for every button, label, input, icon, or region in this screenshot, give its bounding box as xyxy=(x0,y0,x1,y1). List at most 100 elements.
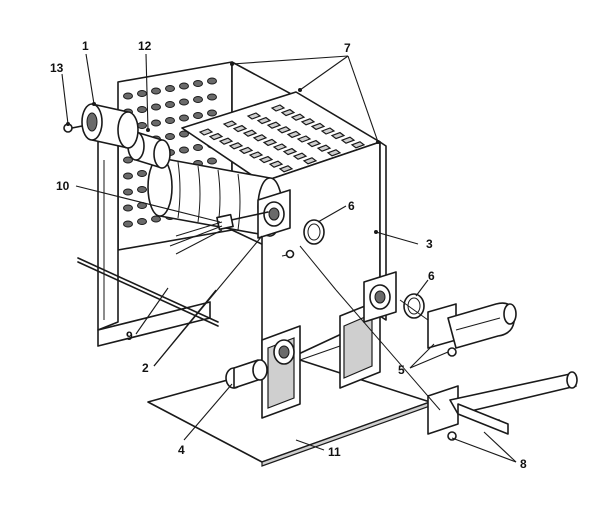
callout-labels: 1 12 13 7 10 6 3 6 9 2 5 4 11 8 xyxy=(50,39,527,471)
callout-13: 13 xyxy=(50,61,64,75)
fin-hole xyxy=(179,98,189,106)
fin-hole xyxy=(123,172,133,180)
fin-blade xyxy=(198,128,214,136)
top-fin-surface xyxy=(181,91,381,183)
fin-blade xyxy=(228,142,244,150)
fin-blade xyxy=(310,122,326,131)
upper-pipe-fitting xyxy=(427,302,517,357)
gasket-upper xyxy=(303,219,325,245)
fin-hole xyxy=(207,77,217,85)
fin-hole xyxy=(193,80,203,87)
fin-blade xyxy=(286,130,302,139)
fin-blade xyxy=(300,118,316,126)
fin-hole xyxy=(151,215,161,223)
fin-blade xyxy=(280,108,296,117)
callout-3: 3 xyxy=(426,237,433,251)
fin-blade xyxy=(276,126,292,134)
fin-hole xyxy=(165,85,175,92)
fin-blade xyxy=(330,131,346,140)
fin-hole xyxy=(165,117,175,124)
lower-pipe-fitting xyxy=(427,371,578,441)
fin-blade xyxy=(278,165,294,173)
leader-lines xyxy=(61,53,517,463)
fin-hole xyxy=(137,106,147,113)
callout-9: 9 xyxy=(126,329,133,343)
fin-blade xyxy=(268,160,284,168)
callout-11: 11 xyxy=(328,445,341,459)
end-cap xyxy=(81,103,139,149)
fin-hole xyxy=(137,218,147,225)
fin-blade xyxy=(340,136,356,144)
callout-10: 10 xyxy=(56,179,70,193)
fin-hole xyxy=(179,146,189,154)
fin-blade xyxy=(292,152,308,160)
fin-hole xyxy=(123,156,133,164)
fin-hole xyxy=(207,93,217,101)
fin-blade xyxy=(208,132,224,141)
callout-5: 5 xyxy=(398,363,405,377)
fin-hole xyxy=(137,186,147,193)
assembly-guide-lines xyxy=(299,245,441,411)
fin-hole xyxy=(179,130,189,138)
fin-blade xyxy=(272,143,288,151)
callout-7: 7 xyxy=(344,41,351,55)
fin-blade xyxy=(258,155,274,164)
gasket-lower xyxy=(403,293,425,319)
fin-blade xyxy=(320,127,336,135)
fin-hole xyxy=(151,87,161,95)
fin-hole xyxy=(151,119,161,127)
fin-blade xyxy=(246,112,262,120)
fin-blade xyxy=(296,135,312,143)
top-fin-pattern xyxy=(198,104,366,173)
fin-blade xyxy=(316,144,332,152)
fin-blade xyxy=(282,147,298,156)
fin-hole xyxy=(207,157,217,165)
fin-blade xyxy=(238,146,254,155)
fin-hole xyxy=(137,90,147,97)
front-bolt xyxy=(281,249,295,259)
fin-blade xyxy=(270,104,286,112)
small-screw xyxy=(63,123,83,133)
fin-hole xyxy=(123,92,133,100)
front-fitting xyxy=(225,339,295,389)
fin-blade xyxy=(326,149,342,157)
fin-blade xyxy=(290,113,306,121)
callout-6-upper: 6 xyxy=(348,199,355,213)
fin-blade xyxy=(218,137,234,145)
fin-hole xyxy=(193,144,203,151)
fin-hole xyxy=(123,204,133,212)
fin-hole xyxy=(165,101,175,108)
callout-8: 8 xyxy=(520,457,527,471)
callout-6-lower: 6 xyxy=(428,269,435,283)
fin-blade xyxy=(306,139,322,148)
callout-2: 2 xyxy=(142,361,149,375)
fin-blade xyxy=(266,121,282,129)
callout-4: 4 xyxy=(178,443,185,457)
fin-hole xyxy=(123,188,133,196)
fin-blade xyxy=(222,120,238,128)
fin-hole xyxy=(179,82,189,90)
fin-hole xyxy=(137,122,147,129)
upper-flange xyxy=(257,189,291,239)
callout-12: 12 xyxy=(138,39,152,53)
fin-hole xyxy=(151,103,161,111)
fin-hole xyxy=(193,112,203,119)
fin-hole xyxy=(123,220,133,228)
fin-blade xyxy=(256,116,272,125)
fin-blade xyxy=(262,138,278,147)
fin-blade xyxy=(242,129,258,137)
fin-hole xyxy=(165,133,175,140)
fin-hole xyxy=(193,96,203,103)
fin-blade xyxy=(302,157,318,165)
fin-hole xyxy=(207,109,217,117)
side-flange xyxy=(363,271,397,323)
fin-blade xyxy=(232,124,248,133)
fin-blade xyxy=(350,141,366,149)
fin-hole xyxy=(137,170,147,177)
fin-blade xyxy=(252,134,268,142)
electrode-probe xyxy=(169,211,269,255)
fin-hole xyxy=(179,114,189,122)
callout-1: 1 xyxy=(82,39,89,53)
fin-blade xyxy=(248,151,264,159)
